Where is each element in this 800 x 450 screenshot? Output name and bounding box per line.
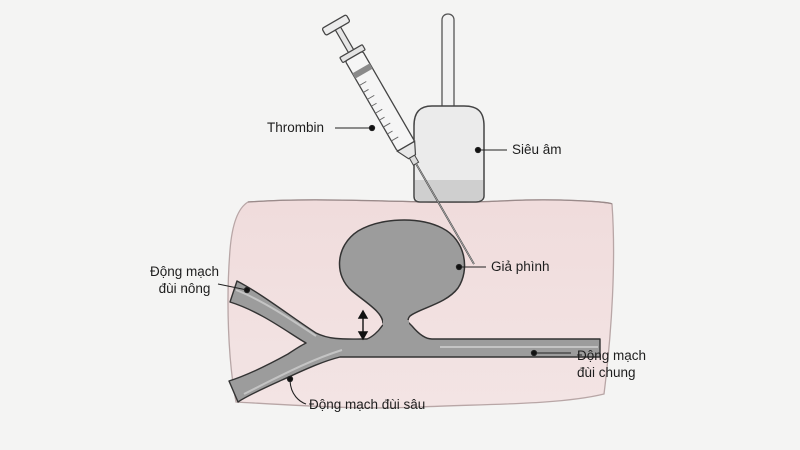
label-ultrasound: Siêu âm (512, 142, 562, 157)
label-common-femoral-artery: Động mạch đùi chung (577, 347, 646, 381)
label-pseudoaneurysm: Giả phình (491, 259, 550, 274)
label-common-femoral-line1: Động mạch (577, 348, 647, 363)
neck-length-arrow (357, 309, 369, 341)
pseudoaneurysm-sac (338, 219, 466, 324)
label-deep-femoral-artery: Động mạch đùi sâu (309, 397, 426, 412)
label-superficial-femoral-line2: đùi nông (158, 281, 211, 296)
syringe (321, 14, 475, 265)
sac-neck-fill (383, 320, 409, 328)
vessel-highlight (235, 289, 598, 395)
label-superficial-femoral-line1: Động mạch (150, 264, 220, 279)
ultrasound-probe (413, 13, 485, 203)
artery-network (228, 280, 601, 403)
label-common-femoral-line2: đùi chung (577, 365, 636, 380)
label-superficial-femoral-artery: Động mạch đùi nông (150, 263, 219, 297)
label-thrombin: Thrombin (267, 120, 325, 135)
leader-lines (217, 124, 571, 405)
